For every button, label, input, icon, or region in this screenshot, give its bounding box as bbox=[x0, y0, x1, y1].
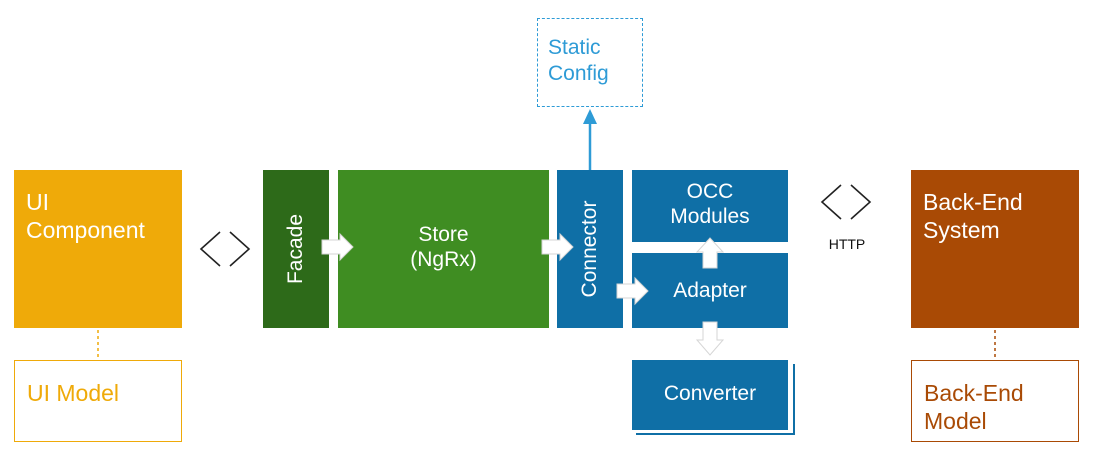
store-label-line1: Store bbox=[418, 223, 469, 246]
occ-label-line2: Modules bbox=[670, 205, 750, 229]
occ-modules-box: OCC Modules bbox=[632, 170, 788, 242]
ui-model-box: UI Model bbox=[14, 360, 182, 442]
backend-model-box: Back-End Model bbox=[911, 360, 1079, 442]
chevron-right-icon bbox=[229, 231, 251, 267]
backend-system-box: Back-End System bbox=[911, 170, 1079, 328]
converter-stack-shadow bbox=[636, 364, 795, 435]
static-config-label-line1: Static bbox=[548, 36, 601, 59]
facade-box: Facade bbox=[263, 170, 329, 328]
backend-model-label-line2: Model bbox=[924, 408, 987, 435]
backend-system-label-line2: System bbox=[923, 217, 1000, 244]
facade-to-store-arrow-icon bbox=[321, 232, 354, 262]
store-label-line2: (NgRx) bbox=[410, 248, 477, 272]
connector-to-adapter-arrow-icon bbox=[616, 276, 649, 306]
adapter-to-occ-arrow-icon bbox=[695, 237, 725, 269]
adapter-label: Adapter bbox=[673, 279, 747, 302]
static-config-box: Static Config bbox=[537, 18, 643, 107]
chevron-left-icon bbox=[199, 231, 221, 267]
ui-component-label-line1: UI bbox=[26, 189, 49, 215]
store-box: Store (NgRx) bbox=[338, 170, 549, 328]
backend-model-label-line1: Back-End bbox=[924, 380, 1024, 406]
converter-box: Converter bbox=[632, 360, 788, 430]
converter-label: Converter bbox=[663, 382, 757, 405]
http-chevron-left-icon bbox=[820, 184, 842, 220]
http-chevron-right-icon bbox=[850, 184, 872, 220]
static-config-label-line2: Config bbox=[548, 62, 609, 86]
adapter-to-converter-arrow-icon bbox=[695, 321, 725, 356]
ui-component-box: UI Component bbox=[14, 170, 182, 328]
store-to-connector-arrow-icon bbox=[541, 232, 574, 262]
adapter-box: Adapter bbox=[632, 253, 788, 328]
ui-model-label: UI Model bbox=[27, 380, 120, 406]
http-label: HTTP bbox=[828, 236, 866, 252]
occ-label-line1: OCC bbox=[686, 180, 734, 203]
backend-system-label-line1: Back-End bbox=[923, 189, 1023, 215]
static-config-arrowhead-icon bbox=[583, 109, 597, 124]
ui-component-label-line2: Component bbox=[26, 217, 145, 244]
